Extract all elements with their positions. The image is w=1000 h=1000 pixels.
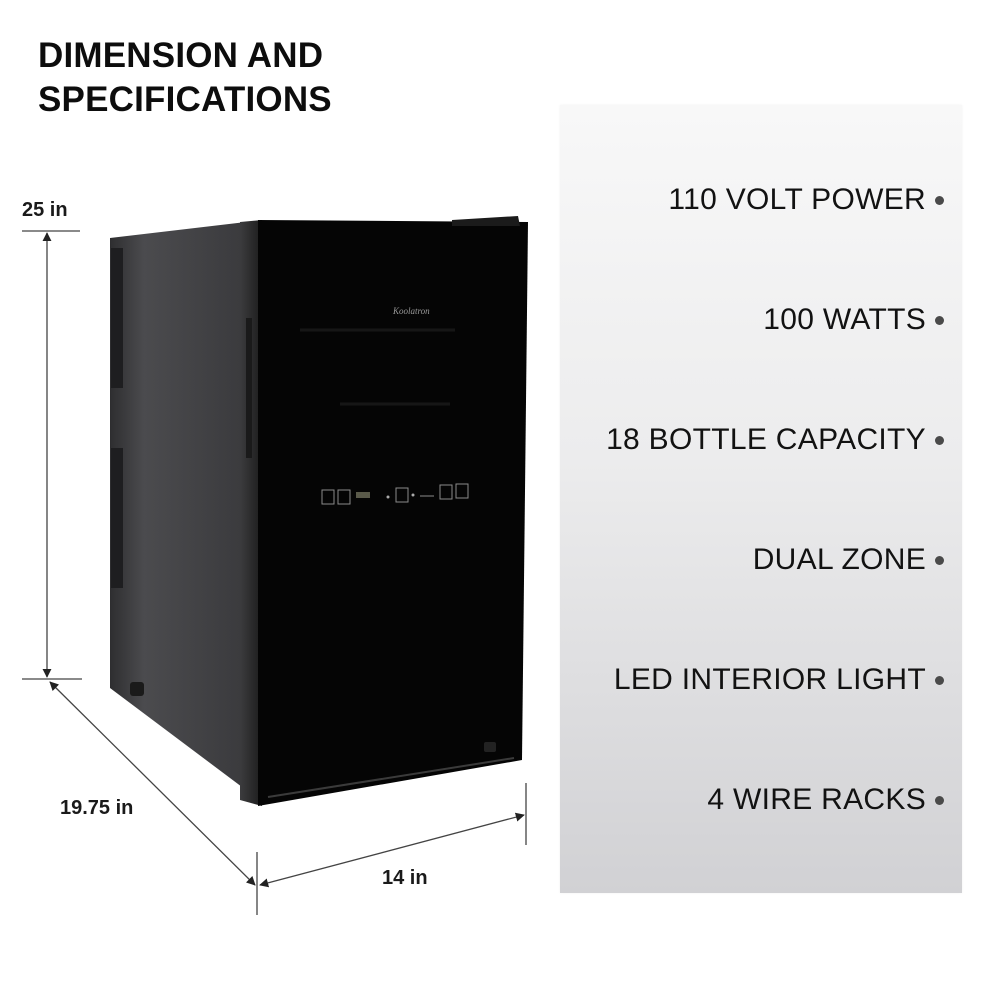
height-label: 25 in <box>22 199 68 221</box>
control-panel <box>321 483 469 505</box>
cooler-door: Koolatron <box>258 216 528 806</box>
bullet-icon <box>935 675 944 685</box>
specifications-panel: 110 VOLT POWER 100 WATTS 18 BOTTLE CAPAC… <box>560 105 962 893</box>
spec-label: LED INTERIOR LIGHT <box>613 663 926 696</box>
depth-dimension-line <box>49 681 258 915</box>
spec-item: 110 VOLT POWER <box>668 183 944 217</box>
title-line-1: DIMENSION AND <box>38 36 324 75</box>
depth-label: 19.75 in <box>60 797 134 819</box>
spec-label: DUAL ZONE <box>752 543 926 576</box>
brand-logo: Koolatron <box>392 306 430 316</box>
spec-label: 4 WIRE RACKS <box>707 783 926 816</box>
spec-label: 110 VOLT POWER <box>668 183 926 216</box>
page-title: DIMENSION AND SPECIFICATIONS <box>38 34 332 122</box>
bullet-icon <box>935 435 944 445</box>
bullet-icon <box>935 555 944 565</box>
cooler-side-panel <box>110 222 246 790</box>
spec-item: LED INTERIOR LIGHT <box>614 663 944 697</box>
width-dimension-line <box>259 783 527 888</box>
spec-item: DUAL ZONE <box>753 543 944 577</box>
spec-label: 18 BOTTLE CAPACITY <box>606 423 926 456</box>
title-line-2: SPECIFICATIONS <box>38 80 332 119</box>
height-dimension-line <box>22 230 82 680</box>
spec-item: 18 BOTTLE CAPACITY <box>606 423 944 457</box>
bullet-icon <box>935 195 944 205</box>
spec-label: 100 WATTS <box>763 303 926 336</box>
width-label: 14 in <box>382 867 428 889</box>
spec-item: 4 WIRE RACKS <box>707 783 944 817</box>
bullet-icon <box>935 795 944 805</box>
cooler-door-frame <box>240 220 262 806</box>
spec-item: 100 WATTS <box>763 303 944 337</box>
bullet-icon <box>935 315 944 325</box>
